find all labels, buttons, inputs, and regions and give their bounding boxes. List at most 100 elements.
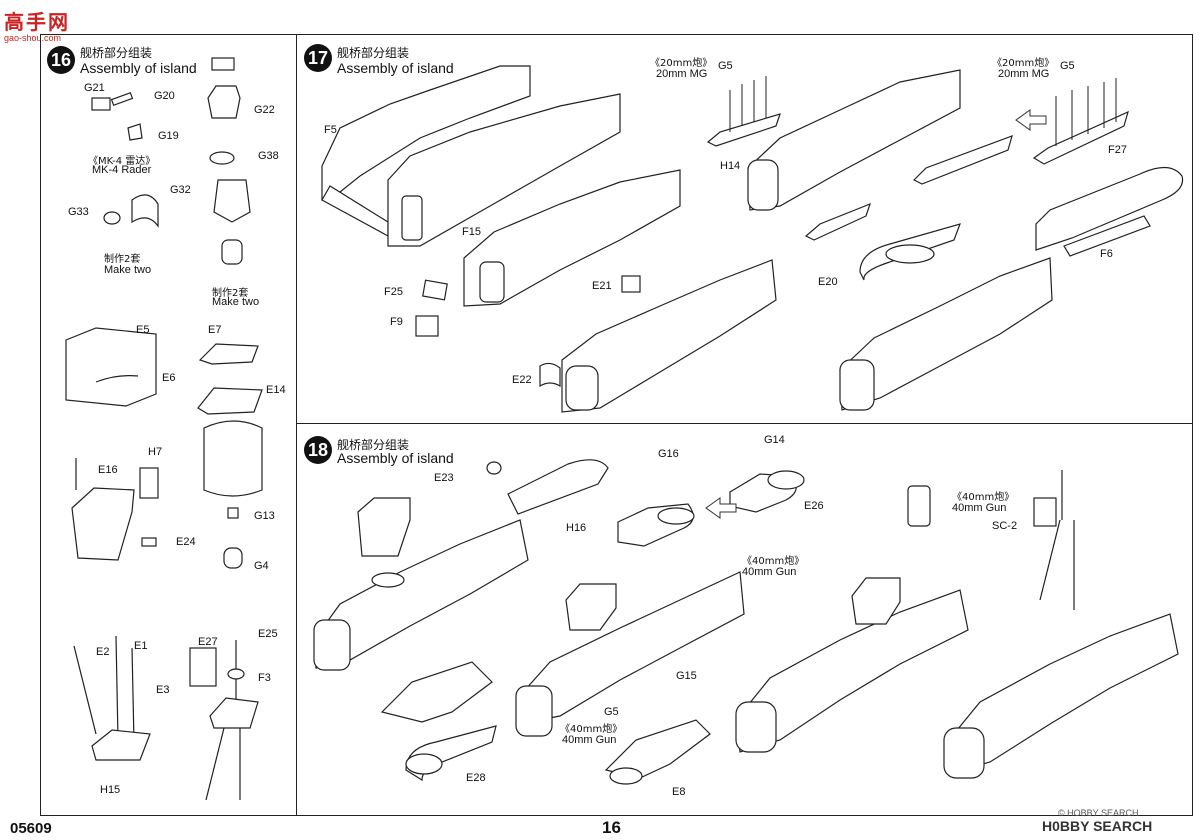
shield-e6-drawing (65, 327, 157, 407)
island-18-final-drawing (943, 470, 1179, 779)
deck-e20-drawing (859, 223, 961, 281)
part-label: G21 (84, 82, 105, 94)
part-label: E7 (208, 324, 222, 336)
mast-legs-drawing (73, 635, 151, 761)
part-label: F6 (1100, 248, 1113, 260)
bridge-e16-drawing (71, 458, 159, 561)
step-title-cn: 舰桥部分组装 (337, 438, 410, 452)
part-label: G4 (254, 560, 269, 572)
part-label: G19 (158, 130, 179, 142)
island-18-right-drawing (735, 485, 969, 753)
part-label: SC-2 (992, 520, 1018, 532)
island-wall-f5-drawing (321, 65, 531, 238)
part-label: F9 (390, 316, 403, 328)
site-logo: 高手网 gao-shou.com (4, 6, 70, 43)
mg-caption-cn: 《20mm炮》 (650, 58, 713, 69)
mast-f3-drawing (189, 640, 259, 801)
part-label: G22 (254, 104, 275, 116)
mg-rack-f27-drawing (1032, 78, 1129, 165)
island-lower-right-drawing (839, 257, 1053, 411)
platform-g16-drawing (617, 503, 695, 547)
step-title-en: Assembly of island (337, 60, 454, 76)
radar-caption-en: MK-4 Rader (92, 164, 152, 176)
radar-caption-cn: 《MK-4 雷达》 (88, 156, 156, 167)
make-two-cn: 制作2套 (104, 254, 141, 265)
part-label: G38 (258, 150, 279, 162)
part-label: G20 (154, 90, 175, 102)
island-upper-right-drawing (747, 69, 961, 211)
tub-e7-e14-drawing (197, 343, 263, 497)
arrow-left-icon (705, 497, 737, 519)
part-label: F15 (462, 226, 481, 238)
part-label: E20 (818, 276, 838, 288)
island-lower-drawing (539, 259, 777, 413)
part-label: E8 (672, 786, 686, 798)
gun-g13-g4-drawing (223, 507, 243, 569)
gun-caption-en: 40mm Gun (952, 502, 1007, 514)
platform-e28-drawing (380, 661, 497, 782)
platform-e26-drawing (729, 470, 805, 513)
island-f15-drawing (387, 93, 621, 247)
island-main-drawing (463, 169, 681, 307)
part-label: E6 (162, 372, 176, 384)
part-label: G33 (68, 206, 89, 218)
part-label: G32 (170, 184, 191, 196)
part-label: E26 (804, 500, 824, 512)
part-label: E14 (266, 384, 286, 396)
product-code: 05609 (10, 820, 52, 837)
part-label: E23 (434, 472, 454, 484)
step-number-badge: 16 (47, 46, 75, 74)
mg-caption-en: 20mm MG (998, 68, 1050, 80)
island-18-middle-drawing (515, 571, 745, 737)
mg-rack-h14-drawing (706, 76, 781, 147)
part-label: E16 (98, 464, 118, 476)
make-two-en: Make two (104, 264, 152, 276)
step-title-en: Assembly of island (80, 60, 197, 76)
small-parts-f25-f9-drawing (415, 275, 641, 337)
panel-step-18 (296, 423, 1193, 816)
step-number-badge: 18 (304, 436, 332, 464)
part-label: E5 (136, 324, 150, 336)
arrow-left-icon (1015, 109, 1047, 131)
part-label: E3 (156, 684, 170, 696)
part-label: H15 (100, 784, 121, 796)
part-label: F27 (1108, 144, 1127, 156)
gun-caption-cn: 《40mm炮》 (742, 556, 805, 567)
direction-arrows (705, 109, 1047, 519)
part-label: G16 (658, 448, 679, 460)
part-label: G15 (676, 670, 697, 682)
part-label: E1 (134, 640, 148, 652)
deck-h16-drawing (486, 459, 609, 515)
part-label: F25 (384, 286, 403, 298)
part-label: E28 (466, 772, 486, 784)
island-18-left-drawing (313, 497, 529, 671)
make-two-en: Make two (212, 296, 260, 308)
step-title-cn: 舰桥部分组装 (337, 46, 410, 60)
mg-caption-en: 20mm MG (656, 68, 708, 80)
part-label: H14 (720, 160, 741, 172)
director-assembly-drawing (213, 179, 251, 265)
gun-caption-cn: 《40mm炮》 (560, 724, 623, 735)
part-g32-drawing (103, 194, 159, 228)
part-label: F5 (324, 124, 337, 136)
part-label: E2 (96, 646, 110, 658)
part-label: G5 (1060, 60, 1075, 72)
part-label: G13 (254, 510, 275, 522)
logo-text: 高手网 (4, 10, 70, 34)
part-label: E22 (512, 374, 532, 386)
step-title-cn: 舰桥部分组装 (80, 46, 153, 60)
part-label: H16 (566, 522, 587, 534)
part-label: G5 (718, 60, 733, 72)
deck-f6-drawing (1035, 166, 1184, 257)
gun-caption-en: 40mm Gun (562, 734, 617, 746)
part-label: H7 (148, 446, 163, 458)
director-g22-drawing (207, 57, 241, 165)
part-label: E21 (592, 280, 612, 292)
page-number: 16 (602, 818, 621, 837)
make-two-cn: 制作2套 (212, 288, 249, 299)
watermark-brand: H0BBY SEARCH (1042, 818, 1153, 834)
gun-caption-cn: 《40mm炮》 (952, 492, 1015, 503)
step-title-en: Assembly of island (337, 450, 454, 466)
